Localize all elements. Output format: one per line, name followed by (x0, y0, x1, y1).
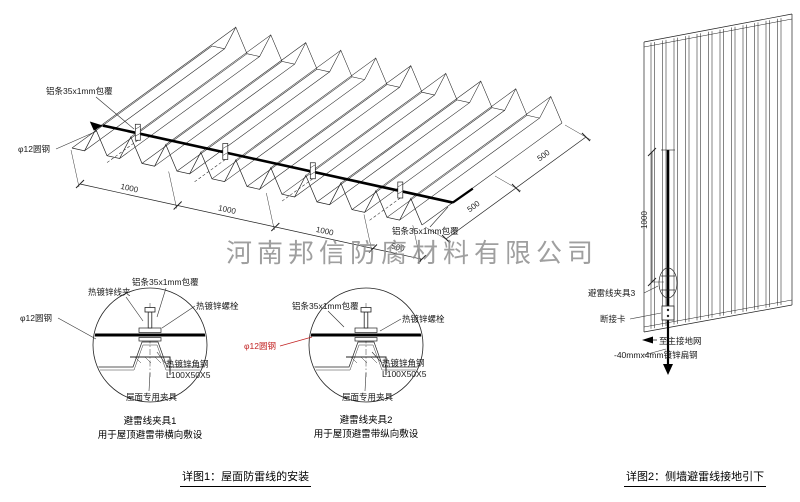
leader-line (125, 296, 144, 322)
roof-lightning-wire (89, 121, 474, 221)
leader-line-red (279, 336, 313, 347)
roof-annotations: 铝条35x1mm包覆 φ12圆钢 铝条35x1mm包覆 1000 1000 10… (18, 86, 552, 253)
leader-line (156, 351, 166, 364)
clamp2-subtitle: 用于屋顶避雷带纵向敷设 (314, 428, 419, 440)
roof-label-alu-right: 铝条35x1mm包覆 (392, 226, 459, 236)
to-ground-arrow (642, 336, 653, 344)
detail2-caption: 详图2：侧墙避雷线接地引下 (624, 468, 767, 487)
leader-line (643, 285, 659, 294)
leader-line (629, 312, 662, 320)
clamp1-label-angle-size: L100X50X5 (166, 370, 211, 380)
dim-right-2: 500 (535, 148, 552, 163)
leader-line (364, 372, 367, 392)
wall-isometric (643, 13, 793, 333)
dim-bottom-4: 500 (390, 242, 406, 254)
clamp1-label-roof-fixture: 屋面专用夹具 (126, 392, 178, 402)
wall-label-disconnect: 断接卡 (600, 314, 626, 324)
clamp2-label-bolt: 热镀锌螺栓 (402, 314, 445, 324)
clamp2-label-round-steel: φ12圆钢 (244, 341, 276, 351)
leader-line (379, 318, 402, 332)
dim-bottom-3: 1000 (315, 225, 335, 238)
clamp1-label-round-steel: φ12圆钢 (20, 313, 52, 323)
clamp-detail-1 (92, 287, 208, 403)
generated-linework (70, 13, 793, 403)
wall-downlead (642, 147, 678, 375)
clamp3-symbol (658, 267, 678, 299)
roof-isometric (71, 26, 563, 226)
clamp1-label-bolt: 热镀锌螺栓 (196, 301, 239, 311)
leader-line (643, 348, 667, 356)
clamp2-label-angle-size: L100X50X5 (382, 369, 427, 379)
clamp1-subtitle: 用于屋顶避雷带横向敷设 (98, 429, 203, 441)
detail1-caption: 详图1：屋面防雷线的安装 (180, 468, 312, 487)
leader-line (55, 130, 98, 150)
leader-line (371, 351, 382, 363)
clamp1-annotations: 热镀锌线夹 铝条35x1mm包覆 热镀锌螺栓 φ12圆钢 热镀锌角钢 L100X… (20, 277, 239, 441)
down-arrow (663, 364, 673, 375)
leader-line (95, 96, 135, 130)
wire-end-flag (89, 121, 103, 131)
clamp2-label-angle-steel: 热镀锌角钢 (382, 358, 425, 368)
wall-label-clamp3: 避雷线夹具3 (588, 288, 636, 298)
wall-annotations: 1000 避雷线夹具3 断接卡 至主接地网 -40mmx4mm镀锌扁钢 (588, 211, 702, 360)
clamp2-label-roof-fixture: 屋面专用夹具 (342, 392, 394, 402)
dimension-lines (70, 124, 592, 264)
leader-line (57, 317, 97, 340)
leader-line (327, 310, 345, 328)
leader-line (148, 372, 151, 392)
clamp1-title: 避雷线夹具1 (124, 415, 177, 427)
wall-dim-1000: 1000 (640, 211, 649, 229)
dim-bottom-1: 1000 (120, 182, 140, 195)
clamp2-title: 避雷线夹具2 (340, 414, 393, 426)
wall-label-flat-steel: -40mmx4mm镀锌扁钢 (614, 350, 698, 360)
dim-right-1: 500 (465, 199, 482, 214)
leader-line (161, 305, 196, 329)
clamp1-label-alu: 铝条35x1mm包覆 (132, 277, 199, 287)
clamp-detail-2 (308, 287, 424, 403)
roof-label-round-steel: φ12圆钢 (18, 144, 50, 154)
clamp2-annotations: 铝条35x1mm包覆 热镀锌螺栓 φ12圆钢 热镀锌角钢 L100X50X5 屋… (244, 301, 445, 440)
leader-line (429, 206, 449, 228)
clamp1-label-wire-clip: 热镀锌线夹 (88, 287, 131, 297)
wall-label-to-ground: 至主接地网 (659, 336, 702, 346)
disconnect-link-symbol (661, 305, 675, 321)
clamp1-label-angle-steel: 热镀锌角钢 (166, 359, 209, 369)
dim-bottom-2: 1000 (217, 203, 237, 216)
clamp2-label-alu: 铝条35x1mm包覆 (292, 301, 359, 311)
roof-label-alu-top: 铝条35x1mm包覆 (46, 86, 113, 96)
leader-line (156, 287, 167, 318)
